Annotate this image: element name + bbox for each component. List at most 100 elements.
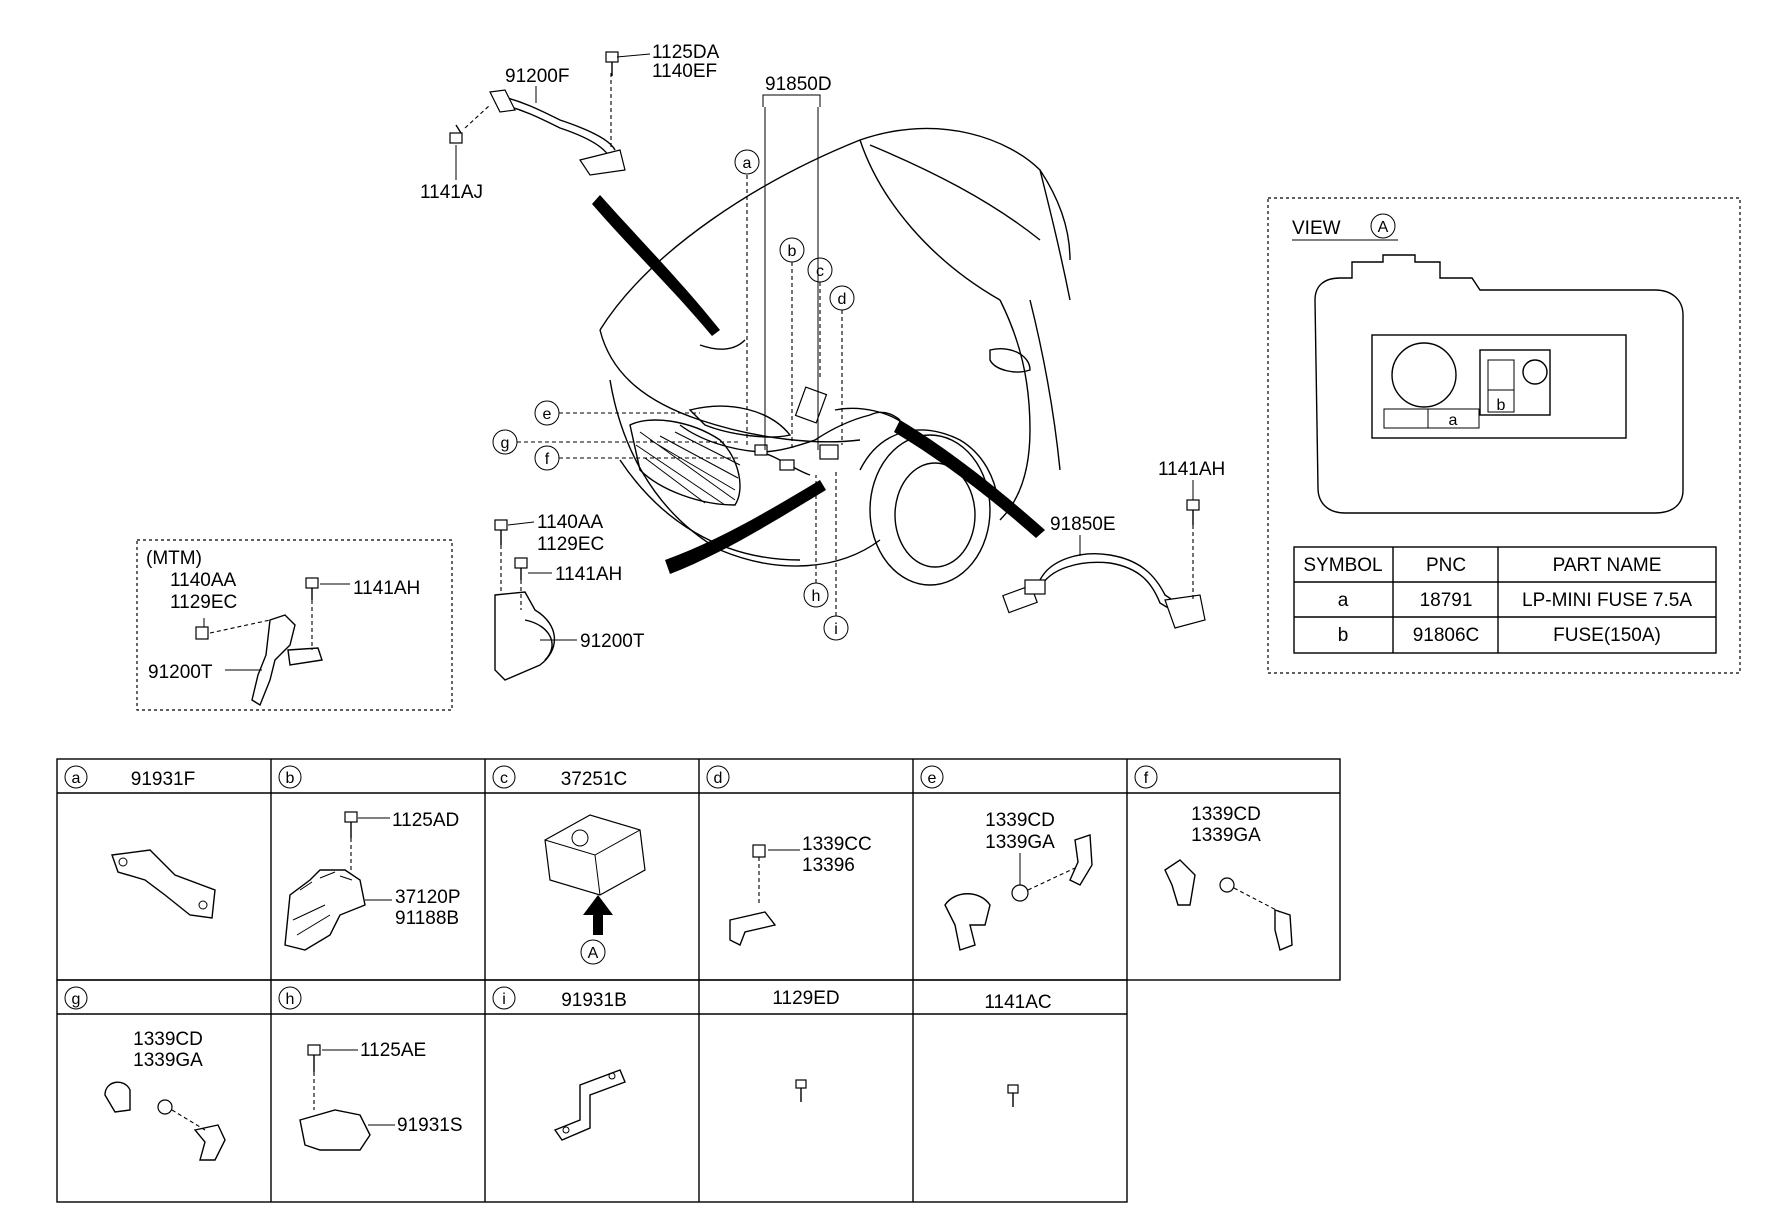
- detail-cell-1129ED: 1129ED: [772, 988, 840, 1102]
- callout-a: a: [734, 149, 760, 446]
- cell-g-label-1: 1339CD: [133, 1029, 203, 1050]
- label-1141AH-right: 1141AH: [1158, 459, 1225, 480]
- svg-text:d: d: [714, 770, 723, 787]
- th-part-name: PART NAME: [1553, 555, 1662, 576]
- detail-cell-c: c 37251C A: [492, 765, 646, 965]
- fuse-slot-a: a: [1449, 412, 1458, 429]
- label-1141AJ: 1141AJ: [420, 182, 483, 203]
- detail-cell-h: h 1125AE 91931S: [278, 986, 463, 1151]
- cell-1129ED-part: 1129ED: [772, 988, 839, 1009]
- svg-text:g: g: [501, 435, 510, 452]
- svg-text:e: e: [928, 770, 937, 787]
- callout-h: h: [803, 475, 829, 608]
- detail-grid: [56, 758, 1341, 1203]
- detail-cell-g: g 1339CD 1339GA: [64, 986, 226, 1161]
- callout-e: e: [534, 400, 700, 426]
- svg-text:g: g: [72, 991, 81, 1008]
- fuse-symbol-table: SYMBOL PNC PART NAME a 18791 LP-MINI FUS…: [1293, 546, 1717, 654]
- svg-text:h: h: [286, 991, 295, 1008]
- view-a-box: [1267, 197, 1741, 674]
- callout-d: d: [829, 285, 855, 445]
- label-1140EF: 1140EF: [652, 61, 717, 82]
- part-91850E-group: [1002, 499, 1206, 629]
- mtm-label-1141AH: 1141AH: [353, 578, 420, 599]
- mtm-label-1129EC: 1129EC: [170, 592, 237, 613]
- mtm-box: [136, 539, 453, 711]
- svg-text:e: e: [543, 406, 552, 423]
- part-91200T-mid-group: [494, 519, 556, 681]
- leader-swoosh-3: [894, 420, 1045, 538]
- callout-i: i: [823, 470, 849, 641]
- svg-text:d: d: [838, 291, 847, 308]
- cell-c-part: 37251C: [561, 769, 628, 790]
- cell-a-part: 91931F: [131, 769, 195, 790]
- cell-e-label-1: 1339CD: [985, 810, 1055, 831]
- fuse-box-top-view: a b: [1314, 254, 1684, 514]
- label-1140AA-mid: 1140AA: [537, 512, 604, 533]
- mtm-label-91200T: 91200T: [148, 662, 213, 683]
- part-91200F-group: [449, 51, 626, 176]
- detail-cell-d: d 1339CC 13396: [706, 765, 872, 946]
- mtm-label-1140AA: 1140AA: [170, 570, 237, 591]
- svg-text:b: b: [286, 770, 295, 787]
- bolt-1125DA: [605, 51, 619, 76]
- cell-b-label-1: 1125AD: [392, 810, 459, 831]
- detail-cell-a: a 91931F: [64, 765, 216, 919]
- label-91850D: 91850D: [765, 74, 832, 95]
- svg-text:i: i: [502, 991, 506, 1008]
- detail-cell-b: b 1125AD 37120P 91188B: [278, 765, 461, 951]
- car-illustration: [599, 127, 1071, 586]
- cell-h-label-2: 91931S: [397, 1115, 463, 1136]
- mtm-parts: [195, 577, 350, 707]
- td-pnc-a: 18791: [1420, 590, 1473, 611]
- view-marker: A: [1378, 219, 1389, 236]
- mtm-title: (MTM): [146, 548, 202, 569]
- leader-swoosh-2: [665, 480, 826, 574]
- detail-cell-f: f 1339CD 1339GA: [1134, 765, 1293, 951]
- detail-cell-1141AC: 1141AC: [984, 992, 1052, 1107]
- label-91200F: 91200F: [505, 66, 569, 87]
- svg-text:b: b: [788, 243, 797, 260]
- svg-text:f: f: [1144, 770, 1149, 787]
- svg-text:c: c: [500, 770, 508, 787]
- detail-cell-i: i 91931B: [492, 986, 627, 1141]
- label-1125DA: 1125DA: [652, 42, 720, 63]
- svg-text:i: i: [834, 621, 838, 638]
- cell-i-part: 91931B: [561, 990, 627, 1011]
- label-91850E: 91850E: [1050, 514, 1116, 535]
- td-name-b: FUSE(150A): [1553, 625, 1661, 646]
- svg-text:c: c: [816, 263, 824, 280]
- td-pnc-b: 91806C: [1413, 625, 1480, 646]
- td-symbol-b: b: [1338, 625, 1349, 646]
- callout-b: b: [779, 237, 805, 450]
- cell-f-label-1: 1339CD: [1191, 804, 1261, 825]
- label-1141AH-mid: 1141AH: [555, 564, 622, 585]
- svg-text:h: h: [812, 588, 821, 605]
- cell-d-label-1: 1339CC: [802, 834, 872, 855]
- harness-wiring: [679, 339, 901, 476]
- cell-e-label-2: 1339GA: [985, 832, 1055, 853]
- callout-f: f: [534, 445, 740, 471]
- label-1129EC-mid: 1129EC: [537, 534, 604, 555]
- cell-1141AC-part: 1141AC: [984, 992, 1051, 1013]
- leader-swoosh-1: [592, 195, 720, 336]
- td-name-a: LP-MINI FUSE 7.5A: [1522, 590, 1692, 611]
- view-title: VIEW: [1292, 218, 1341, 239]
- view-marker-circle: [1370, 213, 1396, 239]
- cell-f-label-2: 1339GA: [1191, 825, 1261, 846]
- cell-d-label-2: 13396: [802, 855, 855, 876]
- cell-b-label-3: 91188B: [395, 908, 459, 929]
- cell-g-label-2: 1339GA: [133, 1050, 203, 1071]
- fuse-slot-b: b: [1497, 397, 1506, 414]
- label-91200T-mid: 91200T: [580, 631, 645, 652]
- th-symbol: SYMBOL: [1303, 555, 1382, 576]
- bolt-1141AJ: [449, 124, 463, 144]
- cell-h-label-1: 1125AE: [360, 1040, 426, 1061]
- callout-c: c: [807, 257, 833, 380]
- detail-cell-e: e 1339CD 1339GA: [920, 765, 1093, 951]
- svg-text:a: a: [72, 770, 81, 787]
- svg-text:f: f: [545, 451, 550, 468]
- th-pnc: PNC: [1426, 555, 1466, 576]
